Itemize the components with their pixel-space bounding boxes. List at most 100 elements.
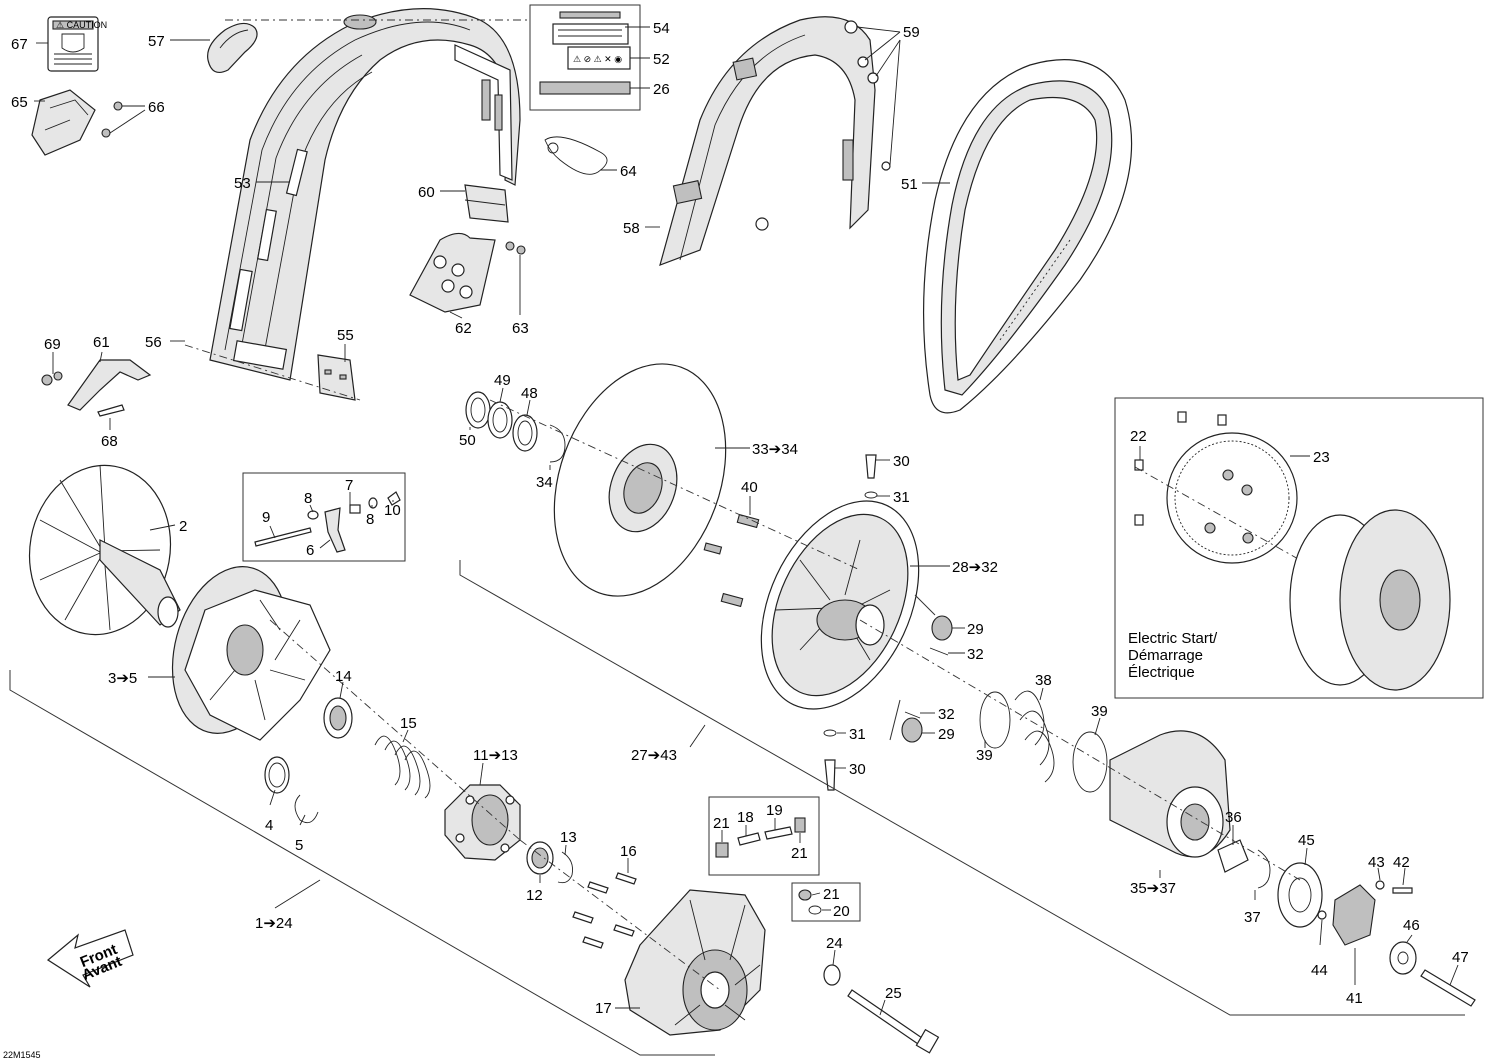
callout-6[interactable]: 6 [306, 539, 331, 559]
washers-48-50 [465, 391, 566, 463]
callout-7[interactable]: 7 [345, 477, 353, 505]
callout-9[interactable]: 9 [262, 509, 276, 539]
callout-58[interactable]: 58 [623, 220, 660, 237]
callout-16[interactable]: 16 [620, 843, 637, 873]
callout-32a[interactable]: 32 [948, 646, 984, 663]
svg-text:39: 39 [1091, 703, 1108, 720]
svg-text:25: 25 [885, 985, 902, 1002]
callout-62[interactable]: 62 [449, 311, 472, 337]
callout-17[interactable]: 17 [595, 1000, 640, 1017]
callout-56[interactable]: 56 [145, 334, 185, 351]
callout-1[interactable]: 1➔24 [255, 879, 321, 932]
callout-30a[interactable]: 30 [876, 453, 910, 470]
callout-54[interactable]: 54 [625, 20, 670, 37]
callout-48[interactable]: 48 [521, 385, 538, 416]
callout-49[interactable]: 49 [494, 372, 511, 403]
callout-5[interactable]: 5 [295, 814, 306, 854]
drive-belt [923, 59, 1133, 414]
svg-text:30: 30 [849, 761, 866, 778]
callout-45[interactable]: 45 [1298, 832, 1315, 866]
callout-3[interactable]: 3➔5 [108, 670, 175, 687]
callout-42[interactable]: 42 [1393, 854, 1410, 886]
callout-31b[interactable]: 31 [837, 726, 866, 743]
callout-21b[interactable]: 21 [791, 833, 808, 862]
svg-text:9: 9 [262, 509, 270, 526]
callout-23[interactable]: 23 [1290, 449, 1330, 466]
svg-text:66: 66 [148, 99, 165, 116]
callout-10[interactable]: 10 [384, 500, 401, 519]
callout-53[interactable]: 53 [234, 175, 290, 192]
callout-13[interactable]: 13 [560, 829, 577, 856]
callout-8a[interactable]: 8 [304, 490, 314, 513]
callout-46[interactable]: 46 [1403, 917, 1420, 943]
callout-21c[interactable]: 21 [811, 886, 840, 903]
plate-55 [317, 354, 356, 401]
callout-39a[interactable]: 39 [1091, 703, 1108, 736]
svg-text:49: 49 [494, 372, 511, 389]
callout-22[interactable]: 22 [1130, 428, 1147, 460]
callout-12[interactable]: 12 [526, 875, 543, 904]
electric-start-line1: Electric Start/ [1128, 630, 1218, 647]
electric-start-line2: Démarrage [1128, 647, 1203, 664]
callout-50[interactable]: 50 [459, 427, 476, 449]
svg-text:2: 2 [179, 518, 187, 535]
callout-65[interactable]: 65 [11, 94, 45, 111]
callout-19[interactable]: 19 [766, 802, 783, 830]
callout-21a[interactable]: 21 [713, 815, 730, 842]
callout-33[interactable]: 33➔34 [715, 441, 798, 458]
callout-15[interactable]: 15 [400, 715, 417, 743]
callout-35[interactable]: 35➔37 [1130, 870, 1176, 897]
callout-8b[interactable]: 8 [366, 505, 374, 528]
svg-text:31: 31 [893, 489, 910, 506]
svg-text:43: 43 [1368, 854, 1385, 871]
callout-37[interactable]: 37 [1244, 890, 1261, 926]
callout-44[interactable]: 44 [1311, 919, 1328, 979]
fixed-sheave-2 [28, 464, 181, 636]
callout-2[interactable]: 2 [149, 518, 187, 535]
callout-20[interactable]: 20 [822, 903, 850, 920]
callout-25[interactable]: 25 [879, 985, 902, 1016]
callout-18[interactable]: 18 [737, 809, 754, 836]
svg-text:38: 38 [1035, 672, 1052, 689]
callout-39b[interactable]: 39 [976, 740, 993, 764]
callout-38[interactable]: 38 [1035, 672, 1052, 701]
callout-66[interactable]: 66 [109, 99, 165, 134]
callout-29a[interactable]: 29 [952, 621, 984, 638]
callout-57[interactable]: 57 [148, 33, 210, 50]
callout-64[interactable]: 64 [600, 163, 637, 180]
callout-52[interactable]: 52 [630, 51, 670, 68]
callout-24[interactable]: 24 [826, 935, 843, 966]
callout-26[interactable]: 26 [630, 81, 670, 98]
svg-text:8: 8 [366, 511, 374, 528]
svg-text:15: 15 [400, 715, 417, 732]
svg-text:57: 57 [148, 33, 165, 50]
callout-36[interactable]: 36 [1225, 809, 1242, 845]
callout-40[interactable]: 40 [741, 479, 758, 515]
callout-68[interactable]: 68 [101, 418, 118, 450]
callout-60[interactable]: 60 [418, 184, 465, 201]
callout-28[interactable]: 28➔32 [910, 559, 998, 576]
callout-4[interactable]: 4 [265, 789, 276, 834]
svg-text:37: 37 [1244, 909, 1261, 926]
callout-29b[interactable]: 29 [922, 726, 955, 743]
callout-67[interactable]: 67 [11, 36, 48, 53]
svg-text:21: 21 [713, 815, 730, 832]
bushing-12-13 [526, 841, 573, 884]
callout-30b[interactable]: 30 [835, 761, 866, 778]
callout-69[interactable]: 69 [44, 336, 61, 374]
callout-41[interactable]: 41 [1346, 948, 1363, 1007]
callout-43[interactable]: 43 [1368, 854, 1385, 881]
callout-55[interactable]: 55 [337, 327, 354, 362]
callout-11[interactable]: 11➔13 [473, 747, 518, 786]
callout-59[interactable]: 59 [856, 24, 920, 166]
callout-51[interactable]: 51 [901, 176, 950, 193]
svg-text:23: 23 [1313, 449, 1330, 466]
callout-27[interactable]: 27➔43 [631, 724, 706, 764]
callout-34[interactable]: 34 [536, 465, 553, 491]
callout-47[interactable]: 47 [1449, 949, 1469, 986]
callout-32b[interactable]: 32 [920, 706, 955, 723]
callout-14[interactable]: 14 [335, 668, 352, 699]
callout-63[interactable]: 63 [512, 255, 529, 337]
callout-31a[interactable]: 31 [877, 489, 910, 506]
callout-61[interactable]: 61 [93, 334, 110, 363]
